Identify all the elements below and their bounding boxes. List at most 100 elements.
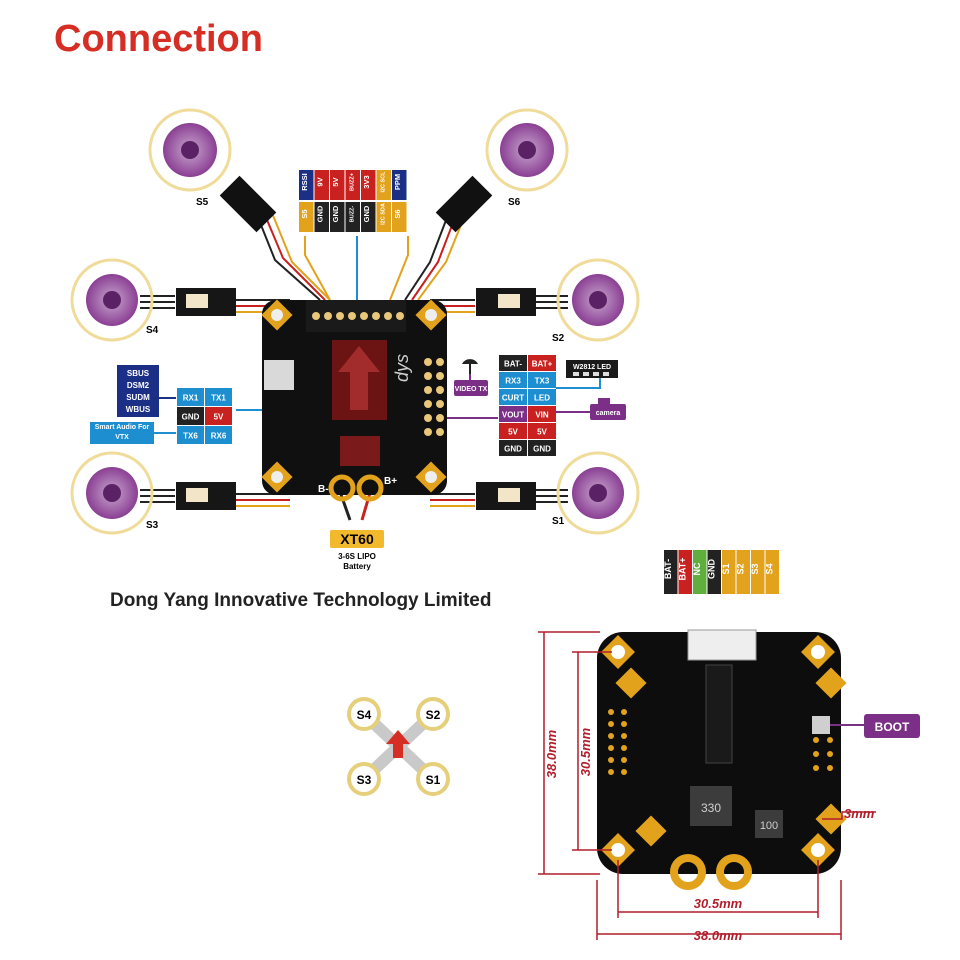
xt60-label: XT60 (340, 531, 374, 547)
dim-height-inner: 30.5mm (578, 727, 593, 776)
receiver-pad (177, 426, 204, 444)
right-pad-label: VIN (535, 411, 549, 420)
dim-width-inner: 30.5mm (694, 896, 743, 911)
top-header-label: I2C SDA (380, 203, 386, 225)
battery-spec: 3-6S LIPO (338, 552, 376, 561)
right-pad-label: TX3 (535, 377, 550, 386)
top-header-label: S6 (393, 209, 402, 218)
receiver-pad (177, 388, 204, 406)
esc-header-label: BAT- (663, 559, 673, 579)
right-pad (528, 372, 556, 388)
camera-label: camera (596, 410, 621, 417)
smart-audio-label: Smart Audio For VTX (94, 424, 150, 441)
inductor-100-label: 100 (760, 820, 778, 832)
right-pad (499, 355, 527, 371)
top-header-label: GND (362, 205, 371, 222)
top-header-cell (345, 202, 360, 232)
esc-header-cell (722, 550, 736, 594)
top-header-cell (345, 170, 360, 200)
board-logo: dys (392, 354, 412, 382)
right-pad-label: 5V (537, 428, 547, 437)
top-header-label: GND (315, 205, 324, 222)
right-pad (499, 423, 527, 439)
esc-header-label: S1 (721, 563, 731, 574)
receiver-pad (177, 407, 204, 425)
motor-label-s4: S4 (146, 325, 159, 336)
protocol-sudm: SUDM (126, 393, 150, 402)
quad-label-s3: S3 (357, 773, 372, 787)
motor-label-s5: S5 (196, 197, 209, 208)
flight-controller-board: dys (261, 299, 447, 495)
esc-header-cell (678, 550, 692, 594)
right-pad-label: GND (533, 445, 551, 454)
esc-header-cell (664, 550, 678, 594)
right-pad-label: BAT- (504, 360, 522, 369)
receiver-pad-label: TX6 (183, 432, 198, 441)
dim-width-outer: 38.0mm (694, 928, 743, 943)
camera: camera (590, 398, 626, 420)
top-header-label: PPM (393, 174, 402, 190)
top-header-label: 5V (331, 177, 340, 186)
motor-label-s2: S2 (552, 333, 565, 344)
right-pad (499, 440, 527, 456)
motor-label-s3: S3 (146, 520, 159, 531)
right-pad-label: BAT+ (532, 360, 553, 369)
esc-header-cell (736, 550, 750, 594)
receiver-pad (205, 407, 232, 425)
top-header-label: GND (331, 205, 340, 222)
quad-label-s1: S1 (426, 773, 441, 787)
top-header-cell (376, 202, 391, 232)
right-pad (499, 389, 527, 405)
esc-header-label: S3 (750, 563, 760, 574)
esc-header-label: NC (692, 562, 702, 575)
esc-header-cell (693, 550, 707, 594)
video-tx-label: VIDEO TX (455, 386, 488, 393)
company-name: Dong Yang Innovative Technology Limited (110, 590, 492, 611)
protocol-dsm2: DSM2 (127, 381, 150, 390)
top-header-label: BUZZ- (349, 206, 355, 223)
right-pad (528, 406, 556, 422)
motor-s4 (70, 258, 236, 342)
receiver-pad-label: RX6 (211, 432, 227, 441)
esc-header-cell (707, 550, 721, 594)
top-header-cell (314, 170, 329, 200)
dim-hole: 3mm (844, 806, 875, 821)
receiver-pad-label: GND (182, 413, 200, 422)
motor-s1 (476, 451, 640, 535)
right-pad (528, 389, 556, 405)
right-pad (528, 423, 556, 439)
battery-plus-label: B+ (384, 476, 397, 487)
top-header-cell (314, 202, 329, 232)
led-label: W2812 LED (573, 364, 611, 371)
xt60-battery: B- B+ XT60 3-6S LIPO Battery (318, 474, 397, 571)
battery-name: Battery (343, 562, 371, 571)
top-header-label: RSSI (300, 173, 309, 191)
esc-header-label: S4 (765, 563, 775, 574)
top-header-cell (330, 202, 345, 232)
right-pad-label: CURT (502, 394, 524, 403)
top-header-cell (361, 170, 376, 200)
receiver-pad (205, 426, 232, 444)
top-header-cell (299, 170, 314, 200)
motor-label-s1: S1 (552, 516, 565, 527)
right-pad-label: VOUT (502, 411, 524, 420)
right-pad-label: RX3 (505, 377, 521, 386)
top-header-label: S5 (300, 209, 309, 218)
receiver-pad-label: 5V (214, 413, 224, 422)
esc-header-label: GND (707, 559, 717, 580)
top-header-label: 9V (315, 177, 324, 186)
receiver-pad-label: TX1 (211, 394, 226, 403)
inductor-330-label: 330 (701, 801, 721, 815)
top-header-cell (392, 170, 407, 200)
esc-header-cell (765, 550, 779, 594)
motor-s6 (435, 108, 569, 233)
top-header-label: BUZZ+ (349, 173, 355, 191)
boot-label: BOOT (875, 720, 910, 734)
right-pad-label: GND (504, 445, 522, 454)
w2812-led: W2812 LED (566, 360, 618, 378)
esc-header-label: BAT+ (678, 557, 688, 580)
